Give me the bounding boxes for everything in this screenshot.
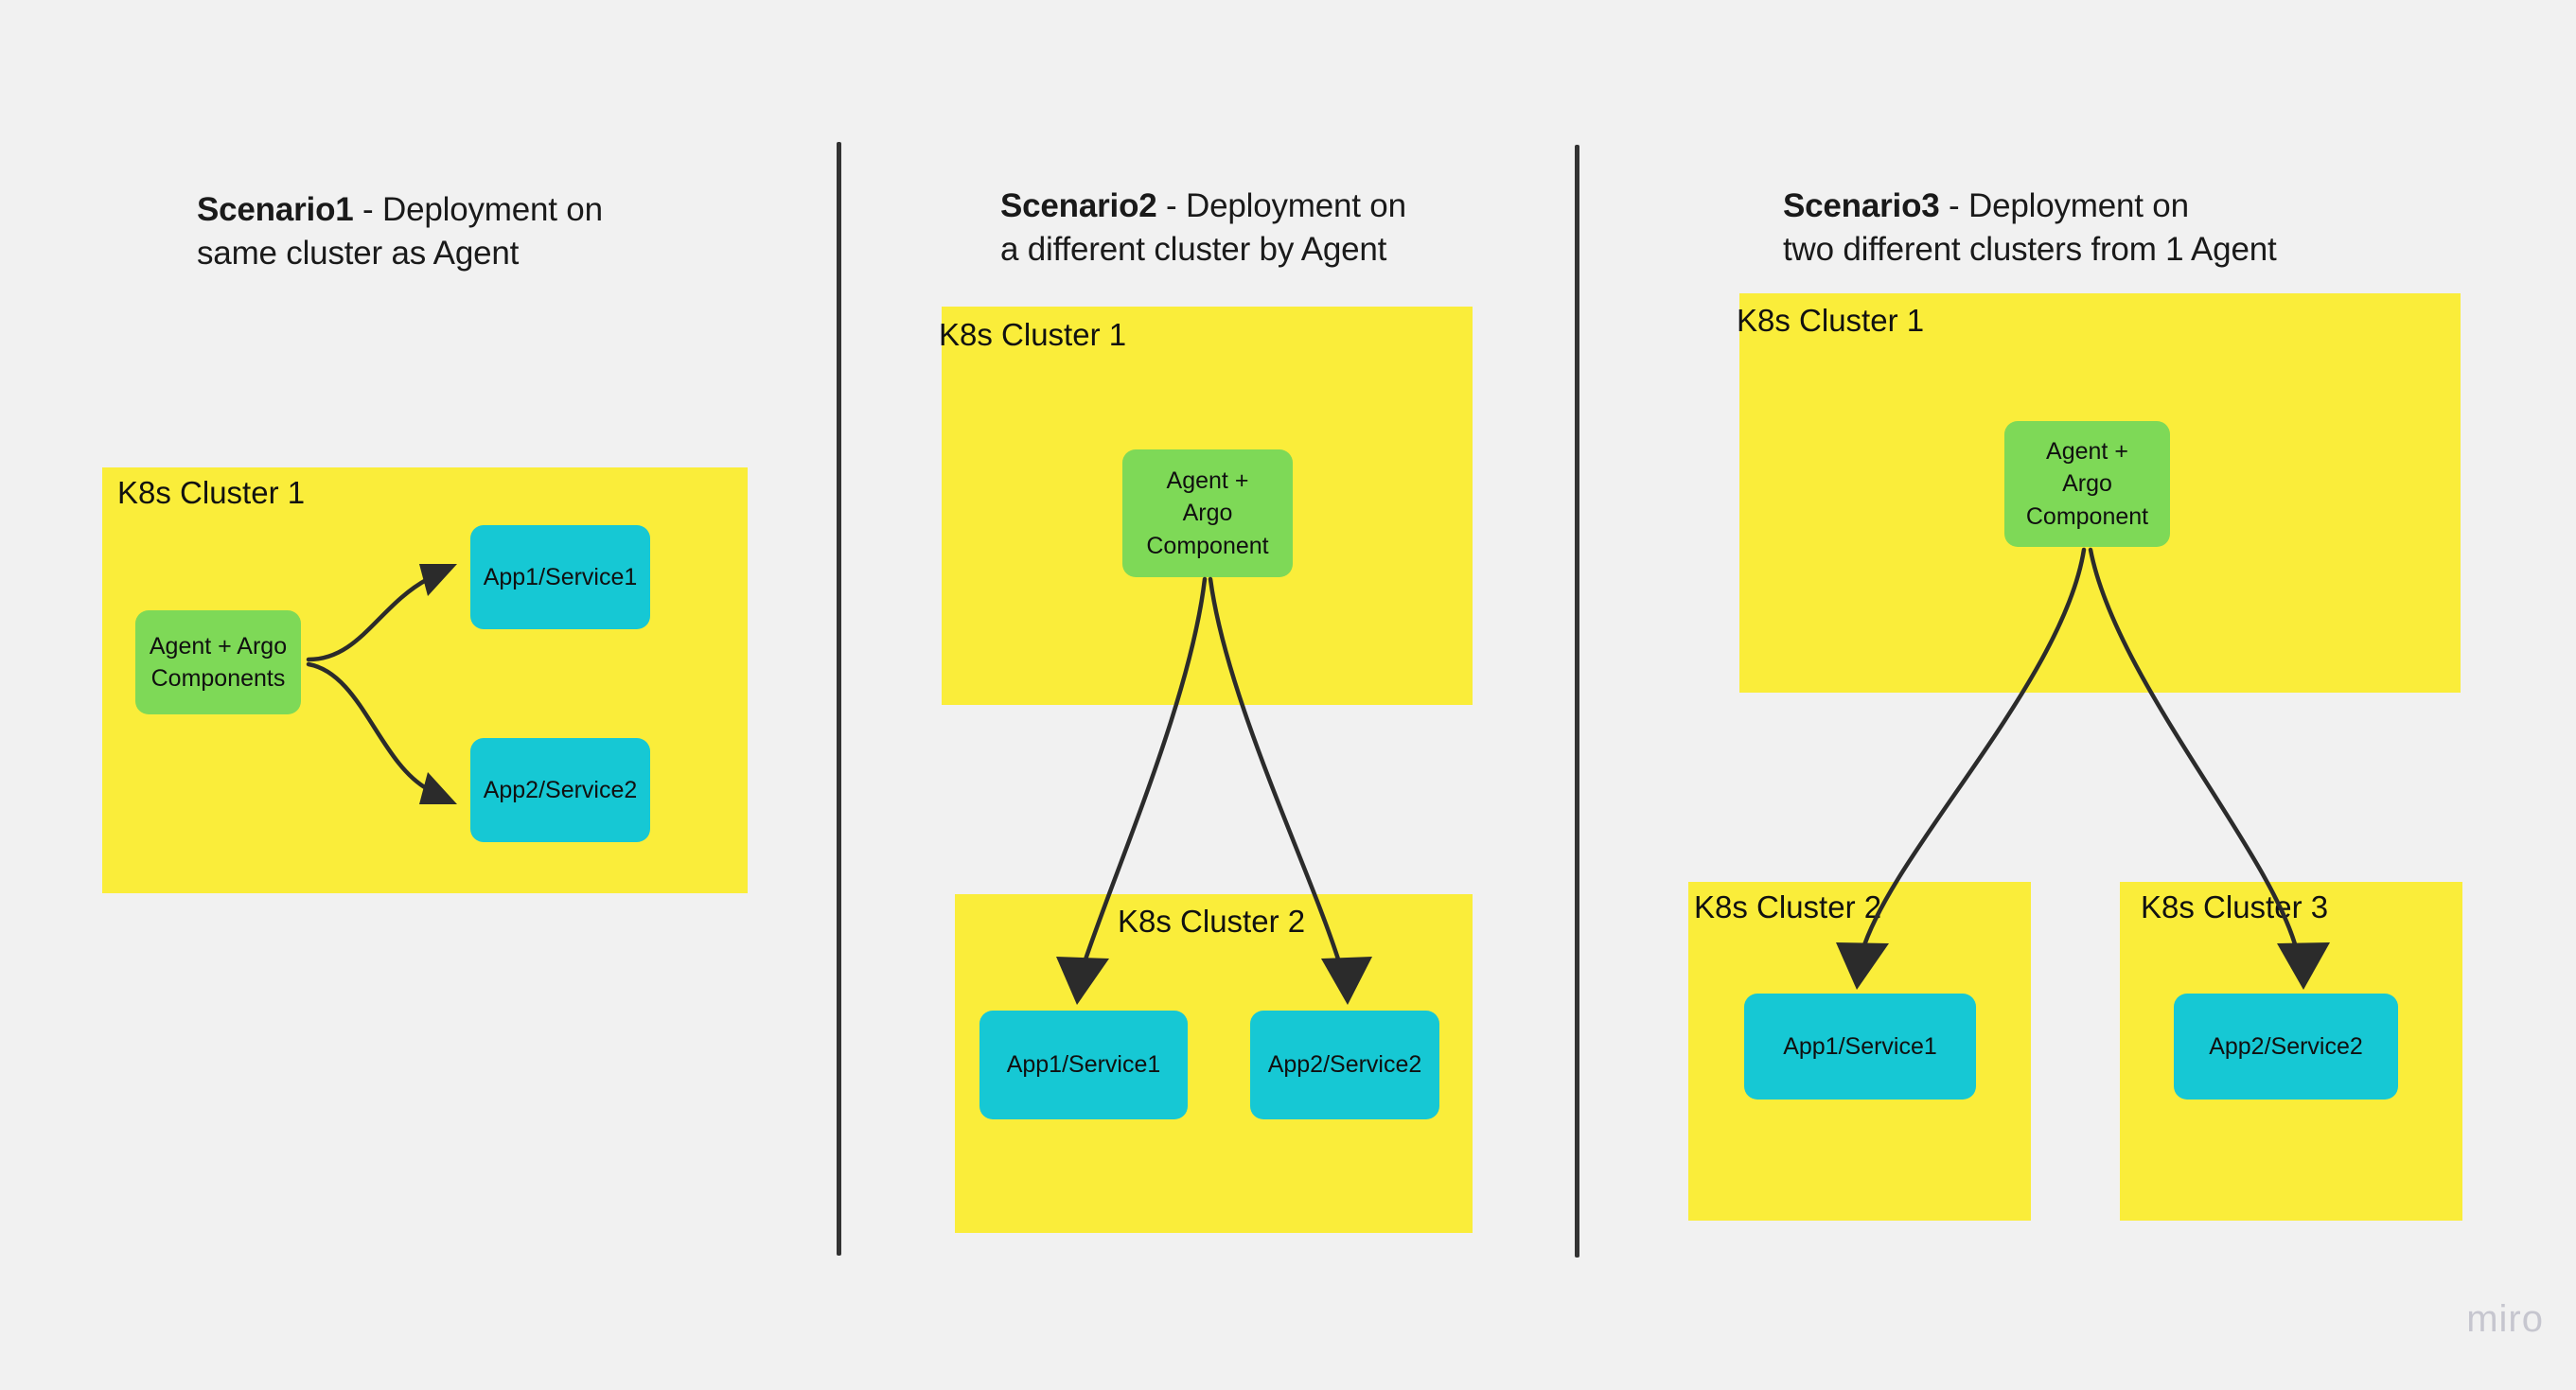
- scenario-2-cluster-1-label: K8s Cluster 1: [939, 317, 1127, 352]
- scenario-2-cluster-2-label: K8s Cluster 2: [1118, 904, 1306, 939]
- scenario-2-title: Scenario2 - Deployment on a different cl…: [1000, 140, 1406, 273]
- scenario-3-title: Scenario3 - Deployment on two different …: [1783, 140, 2277, 273]
- scenario-1-title-rest: - Deployment on same cluster as Agent: [197, 190, 603, 273]
- scenario-3-cluster-3-label: K8s Cluster 3: [2141, 889, 2329, 924]
- scenario-3-cluster-1-label: K8s Cluster 1: [1737, 303, 1925, 338]
- scenario-1-title-lead: Scenario1: [197, 190, 354, 228]
- scenario-1-app1-node[interactable]: App1/Service1: [470, 525, 650, 629]
- scenario-3-agent-node[interactable]: Agent + Argo Component: [2004, 421, 2170, 547]
- scenario-1-agent-node[interactable]: Agent + Argo Components: [135, 610, 301, 714]
- scenario-1-cluster-1-label: K8s Cluster 1: [117, 475, 306, 510]
- scenario-3-title-rest: - Deployment on two different clusters f…: [1783, 186, 2277, 269]
- column-divider-1: [837, 142, 841, 1256]
- scenario-2-title-rest: - Deployment on a different cluster by A…: [1000, 186, 1406, 269]
- scenario-2-app2-node[interactable]: App2/Service2: [1250, 1011, 1439, 1119]
- scenario-3-title-lead: Scenario3: [1783, 186, 1940, 224]
- scenario-1-app2-node[interactable]: App2/Service2: [470, 738, 650, 842]
- scenario-3-app1-node[interactable]: App1/Service1: [1744, 994, 1976, 1100]
- scenario-3-app2-node[interactable]: App2/Service2: [2174, 994, 2398, 1100]
- scenario-3-cluster-2-label: K8s Cluster 2: [1694, 889, 1882, 924]
- scenario-2-title-lead: Scenario2: [1000, 186, 1157, 224]
- scenario-2-app1-node[interactable]: App1/Service1: [979, 1011, 1188, 1119]
- scenario-2-agent-node[interactable]: Agent + Argo Component: [1122, 449, 1293, 577]
- miro-watermark: miro: [2466, 1298, 2544, 1340]
- scenario-1-title: Scenario1 - Deployment on same cluster a…: [197, 144, 603, 276]
- column-divider-2: [1575, 145, 1579, 1258]
